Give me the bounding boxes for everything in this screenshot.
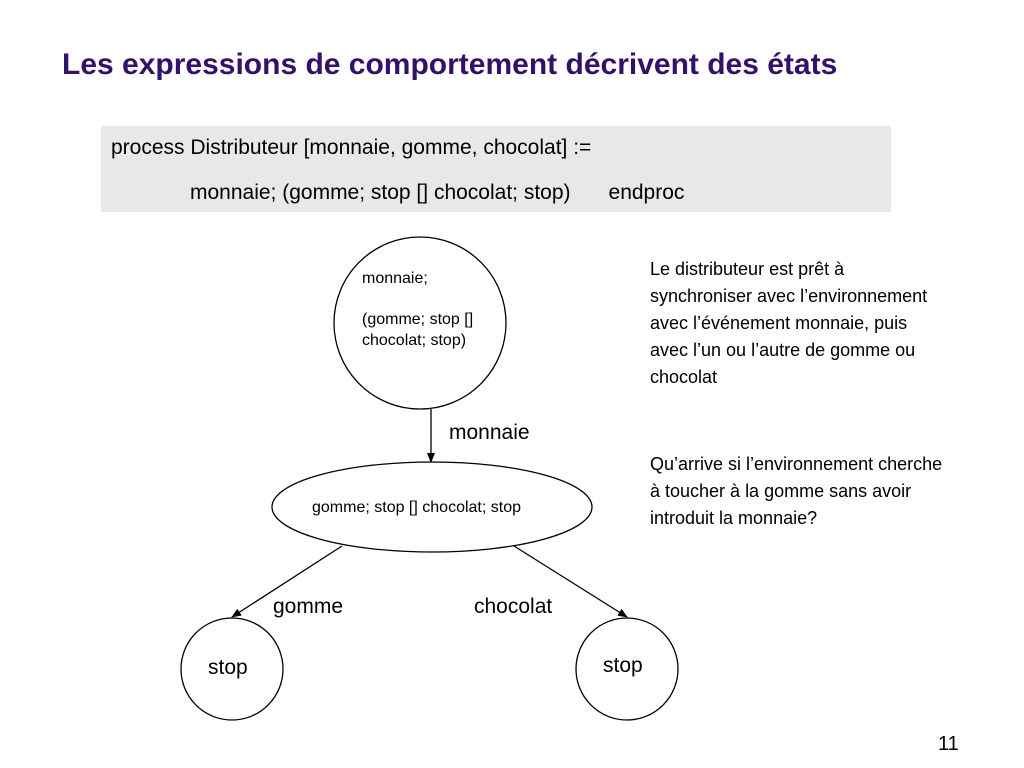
- state-choice-label: gomme; stop [] chocolat; stop: [312, 499, 521, 516]
- code-line-expression: monnaie; (gomme; stop [] chocolat; stop): [190, 181, 571, 204]
- state-initial-circle: [333, 236, 507, 410]
- state-stop-left-label: stop: [208, 656, 248, 679]
- explanation-paragraph-1: Le distributeur est prêt à synchroniser …: [650, 259, 928, 387]
- code-box: process Distributeur [monnaie, gomme, ch…: [101, 126, 891, 212]
- arrow-gomme: [231, 545, 343, 618]
- state-stop-right-circle: [575, 617, 679, 721]
- slide-title: Les expressions de comportement décriven…: [62, 48, 838, 81]
- state-initial-line3: chocolat; stop): [362, 332, 467, 349]
- code-line-body: monnaie; (gomme; stop [] chocolat; stop)…: [190, 181, 684, 205]
- arrow-chocolat: [513, 545, 628, 618]
- edge-label-gomme: gomme: [273, 595, 344, 618]
- state-stop-right-label: stop: [603, 654, 643, 677]
- code-line-process: process Distributeur [monnaie, gomme, ch…: [111, 136, 592, 159]
- state-initial-line2: (gomme; stop []: [362, 311, 474, 328]
- edge-label-monnaie: monnaie: [449, 421, 530, 444]
- page-number: 11: [938, 733, 959, 755]
- code-line-endproc: endproc: [608, 181, 685, 204]
- state-stop-left-circle: [180, 617, 284, 721]
- explanation-paragraph-2: Qu’arrive si l’environnement cherche à t…: [650, 454, 943, 528]
- state-initial-line1: monnaie;: [362, 270, 428, 287]
- edge-label-chocolat: chocolat: [474, 595, 553, 618]
